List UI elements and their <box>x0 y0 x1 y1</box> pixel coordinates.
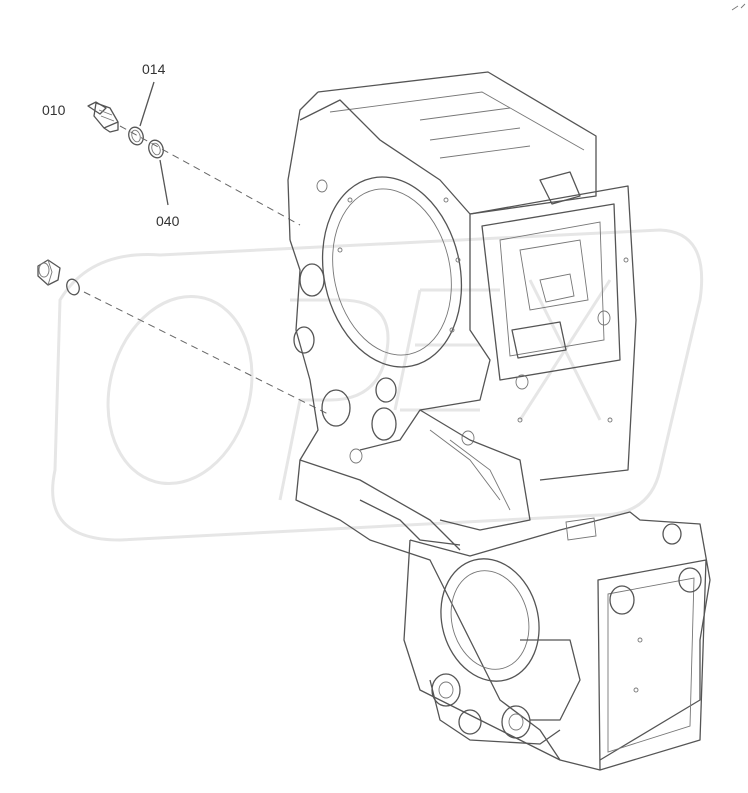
callout-040: 040 <box>156 213 180 229</box>
plug-part <box>37 259 61 286</box>
leader-lines <box>139 81 169 206</box>
part-040-ring <box>148 139 164 159</box>
part-010-sensor <box>87 101 119 133</box>
callout-010: 010 <box>42 102 66 118</box>
assembly-lines <box>83 125 331 416</box>
corner-mark <box>731 3 746 11</box>
callout-014: 014 <box>142 61 166 77</box>
plug-ring <box>66 278 80 296</box>
part-014-ring <box>128 126 144 146</box>
transmission-housing <box>287 71 711 771</box>
bolt-dots <box>337 197 643 693</box>
